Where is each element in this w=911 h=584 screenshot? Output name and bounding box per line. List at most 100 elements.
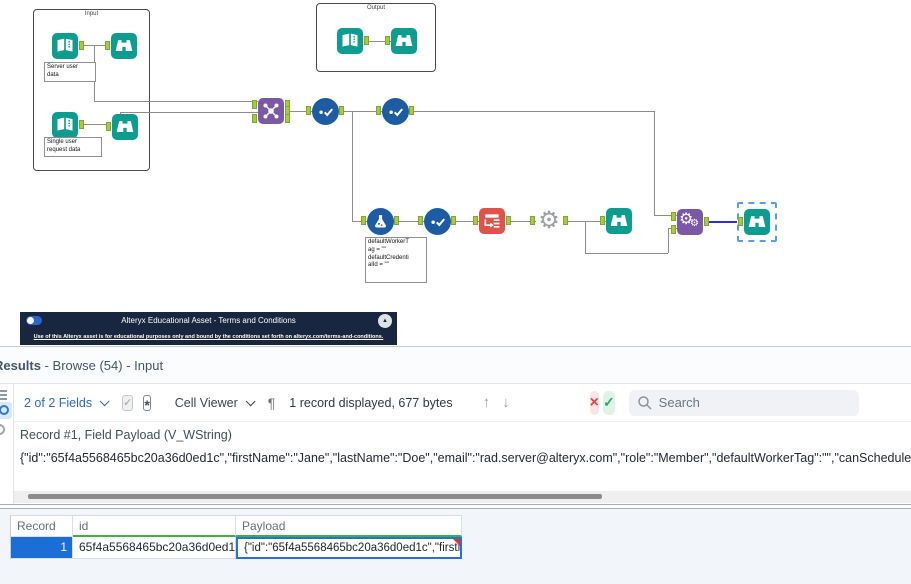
- payload-cell-selected[interactable]: {"id":"65f4a5568465bc20a36d0ed1c","first…: [236, 537, 462, 559]
- scroll-down-button[interactable]: ↓: [502, 394, 510, 411]
- input-anchor-1[interactable]: [671, 212, 676, 221]
- output-anchor[interactable]: [506, 216, 511, 225]
- input-anchor[interactable]: [385, 36, 390, 45]
- input-anchor[interactable]: [306, 106, 311, 115]
- input-anchor-l[interactable]: [252, 100, 257, 109]
- input-anchor[interactable]: [600, 216, 605, 225]
- id-cell[interactable]: 65f4a5568465bc20a36d0ed1c: [73, 537, 236, 559]
- output-anchor[interactable]: [563, 216, 568, 225]
- scroll-up-button[interactable]: ↑: [482, 394, 491, 411]
- results-header: Results - Browse (54) - Input: [0, 347, 911, 384]
- horizontal-scrollbar[interactable]: [14, 491, 911, 503]
- input-anchor[interactable]: [530, 216, 535, 225]
- output-anchor[interactable]: [451, 216, 456, 225]
- panel-splitter[interactable]: [0, 504, 911, 509]
- whitespace-toggle[interactable]: ¶: [267, 394, 276, 411]
- parse-tool[interactable]: [473, 208, 511, 234]
- connection-wire: [365, 41, 391, 42]
- output-anchor[interactable]: [339, 106, 344, 115]
- results-panel: Results - Browse (54) - Input 2 of 2 Fie…: [0, 346, 911, 584]
- record-number-cell[interactable]: 1: [11, 537, 73, 559]
- record-detail-header: Record #1, Field Payload (V_WString): [20, 428, 232, 442]
- batch-macro-tool[interactable]: ⚙ ⚙: [671, 209, 709, 235]
- connection-wire: [654, 111, 655, 215]
- fields-dropdown[interactable]: 2 of 2 Fields: [24, 396, 110, 410]
- binoculars-icon: [112, 114, 138, 140]
- select-tool[interactable]: [376, 98, 414, 125]
- book-icon: [52, 112, 78, 138]
- connection-wire: [394, 221, 424, 222]
- apply-button[interactable]: ✓: [602, 390, 615, 415]
- scrollbar-thumb[interactable]: [28, 494, 602, 499]
- tool-container-output[interactable]: Output: [316, 3, 436, 72]
- gear-icon: ⚙: [538, 207, 560, 234]
- text-input-tool[interactable]: [337, 28, 369, 54]
- text-input-tool[interactable]: [52, 33, 84, 59]
- double-gear-icon: [677, 209, 703, 235]
- connection-wire: [94, 101, 258, 102]
- browse-tool[interactable]: [106, 114, 138, 140]
- browse-tool[interactable]: [385, 28, 417, 54]
- text-input-tool[interactable]: [52, 112, 84, 138]
- annotation-default-worker-tag[interactable]: defaultWorkerT ag = "" defaultCredenti a…: [365, 237, 427, 283]
- chevron-down-icon: [99, 395, 110, 406]
- annotation-single-user-request-data[interactable]: Single user request data: [44, 137, 102, 157]
- workflow-canvas[interactable]: Input Output: [0, 0, 911, 346]
- binoculars-icon: [391, 28, 417, 54]
- binoculars-icon: [111, 33, 137, 59]
- output-anchor-r[interactable]: [285, 114, 290, 123]
- binoculars-icon: [744, 209, 770, 235]
- output-anchor[interactable]: [79, 41, 84, 50]
- input-anchor[interactable]: [473, 216, 478, 225]
- terms-banner: Alteryx Educational Asset - Terms and Co…: [20, 312, 397, 329]
- join-tool[interactable]: [252, 98, 290, 124]
- input-anchor-r[interactable]: [252, 114, 257, 123]
- output-anchor[interactable]: [364, 36, 369, 45]
- metadata-view-icon[interactable]: [0, 424, 5, 435]
- search-input[interactable]: [628, 389, 859, 416]
- connection-wire: [668, 228, 669, 253]
- formula-tool[interactable]: [361, 208, 399, 235]
- connection-wire: [585, 221, 586, 253]
- chevron-up-icon[interactable]: ▲: [378, 313, 392, 328]
- results-grid: Record id Payload 1 65f4a5568465bc20a36d…: [10, 515, 462, 559]
- output-anchor[interactable]: [79, 120, 84, 129]
- column-header-record[interactable]: Record: [11, 516, 73, 537]
- input-anchor[interactable]: [106, 122, 111, 131]
- input-anchor[interactable]: [105, 41, 110, 50]
- check-all-fields-button[interactable]: ✓: [122, 394, 134, 411]
- results-toolbar: 2 of 2 Fields ✓ * Cell Viewer ¶ 1 record…: [14, 384, 911, 422]
- annotation-server-user-data[interactable]: Server user data: [44, 62, 96, 82]
- browse-tool[interactable]: [105, 33, 137, 59]
- input-anchor[interactable]: [361, 216, 366, 225]
- banner-toggle[interactable]: [26, 316, 42, 325]
- book-icon: [52, 33, 78, 59]
- input-anchor[interactable]: [418, 216, 423, 225]
- column-header-id[interactable]: id: [73, 516, 236, 537]
- macro-tool[interactable]: ⚙: [530, 207, 568, 234]
- input-anchor[interactable]: [738, 217, 743, 226]
- cell-viewer-dropdown[interactable]: Cell Viewer: [175, 396, 256, 410]
- sliders-icon[interactable]: [0, 390, 7, 402]
- connection-wire: [452, 221, 479, 222]
- output-anchor[interactable]: [704, 217, 709, 226]
- connection-wire: [585, 253, 668, 254]
- output-anchor[interactable]: [409, 106, 414, 115]
- record-detail-area: Record #1, Field Payload (V_WString) {"i…: [14, 422, 911, 489]
- column-header-payload[interactable]: Payload: [236, 516, 462, 537]
- output-anchor[interactable]: [394, 216, 399, 225]
- connection-wire: [352, 111, 353, 221]
- select-tool[interactable]: [306, 98, 344, 125]
- data-view-icon[interactable]: [0, 402, 12, 419]
- browse-tool[interactable]: [600, 208, 632, 234]
- container-label: Output: [366, 5, 385, 11]
- cancel-button[interactable]: ×: [589, 390, 599, 415]
- book-icon: [337, 28, 363, 54]
- uncheck-all-fields-button[interactable]: *: [143, 394, 151, 413]
- selected-connection-wire[interactable]: [705, 221, 744, 223]
- input-anchor-2[interactable]: [671, 225, 676, 234]
- select-tool[interactable]: [418, 208, 456, 235]
- input-anchor[interactable]: [376, 106, 381, 115]
- browse-tool-selected[interactable]: [738, 209, 770, 235]
